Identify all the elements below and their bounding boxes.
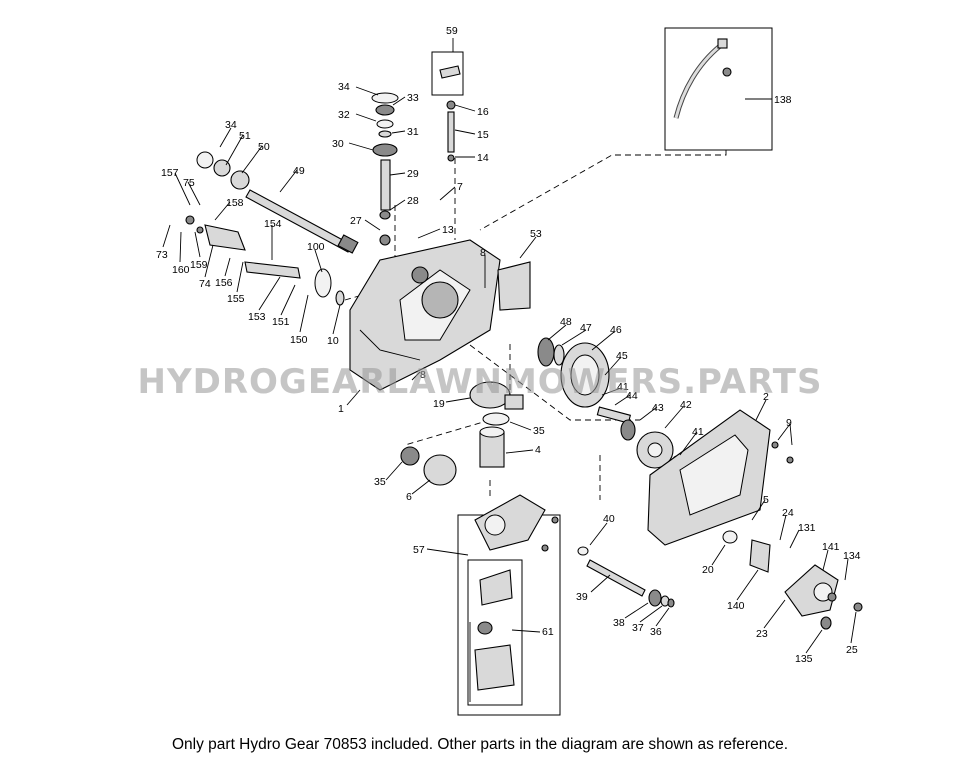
callout-31: 31 bbox=[407, 126, 419, 138]
callout-158: 158 bbox=[226, 197, 244, 209]
callout-49: 49 bbox=[293, 165, 305, 177]
callout-154: 154 bbox=[264, 218, 282, 230]
footer-note: Only part Hydro Gear 70853 included. Oth… bbox=[171, 736, 789, 753]
callout-5: 5 bbox=[763, 494, 769, 506]
callout-9: 9 bbox=[786, 417, 792, 429]
center-housing bbox=[474, 494, 559, 691]
callout-51: 51 bbox=[239, 130, 251, 142]
right-linkage bbox=[722, 530, 863, 630]
callout-135: 135 bbox=[795, 653, 813, 665]
callout-28: 28 bbox=[407, 195, 419, 207]
callout-160: 160 bbox=[172, 264, 190, 276]
inset-box-138 bbox=[664, 27, 773, 151]
leader-lines bbox=[162, 38, 857, 654]
callout-157: 157 bbox=[161, 167, 179, 179]
left-linkage bbox=[185, 151, 359, 306]
callout-6: 6 bbox=[406, 491, 412, 503]
callout-7: 7 bbox=[457, 181, 463, 193]
callout-159: 159 bbox=[190, 259, 208, 271]
callout-50: 50 bbox=[258, 141, 270, 153]
callout-141: 141 bbox=[822, 541, 840, 553]
callout-53: 53 bbox=[530, 228, 542, 240]
callout-151: 151 bbox=[272, 316, 290, 328]
center-section bbox=[400, 381, 524, 486]
callout-38: 38 bbox=[613, 617, 625, 629]
callout-24: 24 bbox=[782, 507, 794, 519]
callout-30: 30 bbox=[332, 138, 344, 150]
callout-131: 131 bbox=[798, 522, 816, 534]
callout-48: 48 bbox=[560, 316, 572, 328]
output-shaft bbox=[577, 546, 675, 608]
callout-32: 32 bbox=[338, 109, 350, 121]
callout-59: 59 bbox=[446, 25, 458, 37]
callout-35: 35 bbox=[533, 425, 545, 437]
callout-35b: 35 bbox=[374, 476, 386, 488]
callout-153: 153 bbox=[248, 311, 266, 323]
callout-14: 14 bbox=[477, 152, 489, 164]
callout-61: 61 bbox=[542, 626, 554, 638]
callout-37: 37 bbox=[632, 622, 644, 634]
callout-46: 46 bbox=[610, 324, 622, 336]
callout-25: 25 bbox=[846, 644, 858, 656]
callout-4: 4 bbox=[535, 444, 541, 456]
callout-47: 47 bbox=[580, 322, 592, 334]
callout-27: 27 bbox=[350, 215, 362, 227]
callout-156: 156 bbox=[215, 277, 233, 289]
callout-40: 40 bbox=[603, 513, 615, 525]
callout-15: 15 bbox=[477, 129, 489, 141]
gear-train bbox=[497, 261, 682, 469]
callout-2: 2 bbox=[763, 391, 769, 403]
callout-150: 150 bbox=[290, 334, 308, 346]
callout-29: 29 bbox=[407, 168, 419, 180]
callout-33: 33 bbox=[407, 92, 419, 104]
callout-140: 140 bbox=[727, 600, 745, 612]
callout-41: 41 bbox=[617, 381, 629, 393]
callout-34: 34 bbox=[338, 81, 350, 93]
callout-16: 16 bbox=[477, 106, 489, 118]
callout-134: 134 bbox=[843, 550, 861, 562]
callout-13: 13 bbox=[442, 224, 454, 236]
callout-42: 42 bbox=[680, 399, 692, 411]
callout-34b: 34 bbox=[225, 119, 237, 131]
callout-44: 44 bbox=[626, 390, 638, 402]
callout-labels: 59 34 33 16 32 31 15 30 14 29 7 28 27 13… bbox=[156, 25, 861, 665]
callout-41b: 41 bbox=[692, 426, 704, 438]
callout-10: 10 bbox=[327, 335, 339, 347]
callout-8: 8 bbox=[480, 247, 486, 259]
callout-39: 39 bbox=[576, 591, 588, 603]
callout-155: 155 bbox=[227, 293, 245, 305]
callout-43: 43 bbox=[652, 402, 664, 414]
callout-23: 23 bbox=[756, 628, 768, 640]
callout-20: 20 bbox=[702, 564, 714, 576]
callout-100: 100 bbox=[307, 241, 325, 253]
side-cover bbox=[647, 409, 794, 546]
callout-8b: 8 bbox=[420, 369, 426, 381]
callout-1: 1 bbox=[338, 403, 344, 415]
callout-138: 138 bbox=[774, 94, 792, 106]
main-housing bbox=[349, 239, 501, 391]
callout-36: 36 bbox=[650, 626, 662, 638]
callout-75: 75 bbox=[183, 177, 195, 189]
callout-19: 19 bbox=[433, 398, 445, 410]
callout-57: 57 bbox=[413, 544, 425, 556]
callout-74: 74 bbox=[199, 278, 211, 290]
cover-plate-59 bbox=[431, 51, 464, 162]
input-shaft-stack bbox=[371, 92, 399, 246]
callout-45: 45 bbox=[616, 350, 628, 362]
callout-73: 73 bbox=[156, 249, 168, 261]
